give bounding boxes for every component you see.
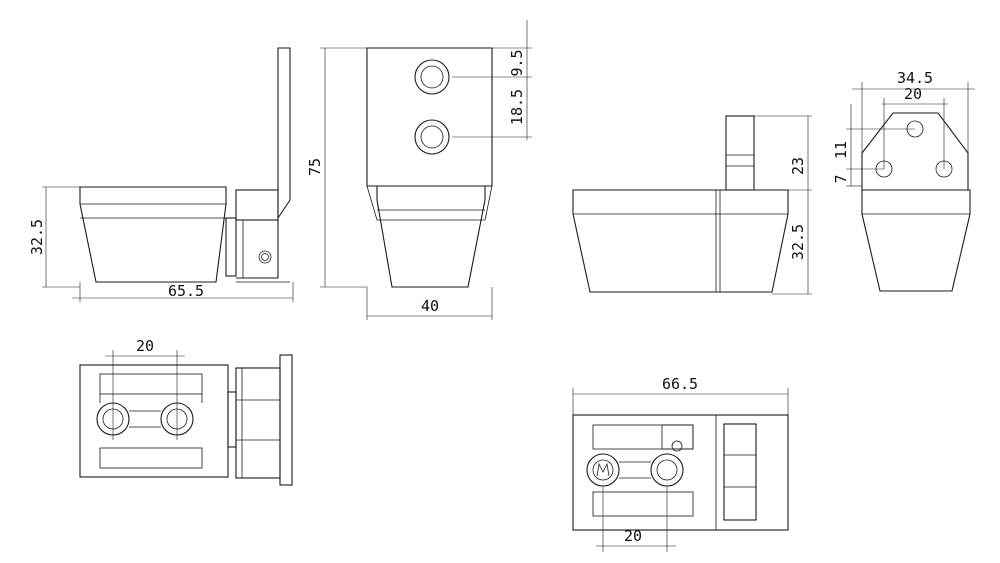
front-view bbox=[320, 20, 532, 320]
dim-side-width: 65.5 bbox=[168, 282, 204, 300]
top-view-left bbox=[79, 350, 293, 486]
dim-end-7: 7 bbox=[832, 174, 850, 183]
right-side-view bbox=[572, 115, 812, 295]
dim-top-left-pitch: 20 bbox=[136, 337, 154, 355]
bottom-view bbox=[572, 388, 789, 552]
dim-front-height: 75 bbox=[306, 158, 324, 176]
dim-bottom-pitch: 20 bbox=[624, 527, 642, 545]
dim-front-width: 40 bbox=[421, 297, 439, 315]
dim-hole-pitch: 18.5 bbox=[508, 89, 526, 125]
dim-end-11: 11 bbox=[832, 141, 850, 159]
dim-right-post: 23 bbox=[789, 157, 807, 175]
dim-end-outer: 34.5 bbox=[897, 69, 933, 87]
dim-right-height: 32.5 bbox=[789, 224, 807, 260]
dim-hole-top: 9.5 bbox=[508, 49, 526, 76]
dim-side-height: 32.5 bbox=[28, 219, 46, 255]
dim-bottom-width: 66.5 bbox=[662, 375, 698, 393]
side-view bbox=[42, 47, 294, 302]
dim-end-inner: 20 bbox=[904, 85, 922, 103]
end-view bbox=[846, 82, 975, 292]
